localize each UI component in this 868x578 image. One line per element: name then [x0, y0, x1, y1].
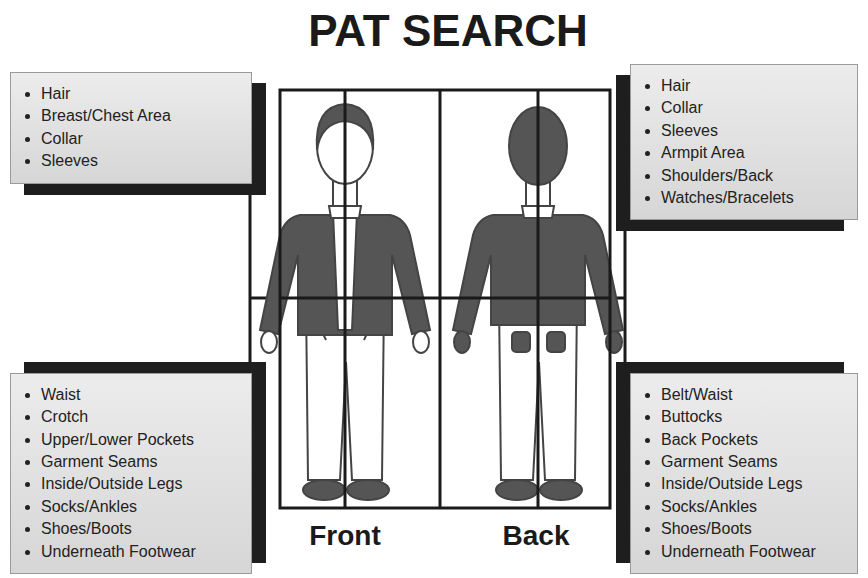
checklist-item: Back Pockets — [661, 429, 847, 451]
checklist-item: Sleeves — [661, 120, 847, 142]
checklist-item: Socks/Ankles — [41, 496, 241, 518]
checklist-box: HairCollarSleevesArmpit AreaShoulders/Ba… — [630, 64, 858, 220]
checklist-item: Underneath Footwear — [41, 541, 241, 563]
checklist-item: Inside/Outside Legs — [41, 473, 241, 495]
checklist-box: Belt/WaistButtocksBack PocketsGarment Se… — [630, 373, 858, 574]
checklist-item: Crotch — [41, 406, 241, 428]
checklist-item: Underneath Footwear — [661, 541, 847, 563]
checklist: HairCollarSleevesArmpit AreaShoulders/Ba… — [631, 75, 847, 209]
checklist-item: Inside/Outside Legs — [661, 473, 847, 495]
checklist-item: Collar — [41, 128, 241, 150]
checklist-item: Garment Seams — [661, 451, 847, 473]
checklist-box: WaistCrotchUpper/Lower PocketsGarment Se… — [10, 373, 252, 574]
checklist-box: HairBreast/Chest AreaCollarSleeves — [10, 72, 252, 184]
diagram-title: PAT SEARCH — [0, 6, 868, 56]
checklist-item: Shoes/Boots — [41, 518, 241, 540]
checklist-item: Sleeves — [41, 150, 241, 172]
checklist: Belt/WaistButtocksBack PocketsGarment Se… — [631, 384, 847, 563]
checklist: WaistCrotchUpper/Lower PocketsGarment Se… — [11, 384, 241, 563]
checklist-item: Watches/Bracelets — [661, 187, 847, 209]
checklist-item: Socks/Ankles — [661, 496, 847, 518]
checklist-item: Hair — [41, 83, 241, 105]
view-label: Back — [503, 520, 570, 552]
checklist-item: Upper/Lower Pockets — [41, 429, 241, 451]
checklist-item: Breast/Chest Area — [41, 105, 241, 127]
checklist-item: Hair — [661, 75, 847, 97]
checklist-item: Buttocks — [661, 406, 847, 428]
checklist-item: Collar — [661, 97, 847, 119]
checklist-item: Waist — [41, 384, 241, 406]
view-label: Front — [309, 520, 381, 552]
checklist: HairBreast/Chest AreaCollarSleeves — [11, 83, 241, 173]
checklist-item: Garment Seams — [41, 451, 241, 473]
checklist-item: Belt/Waist — [661, 384, 847, 406]
checklist-item: Shoulders/Back — [661, 165, 847, 187]
checklist-item: Shoes/Boots — [661, 518, 847, 540]
checklist-item: Armpit Area — [661, 142, 847, 164]
